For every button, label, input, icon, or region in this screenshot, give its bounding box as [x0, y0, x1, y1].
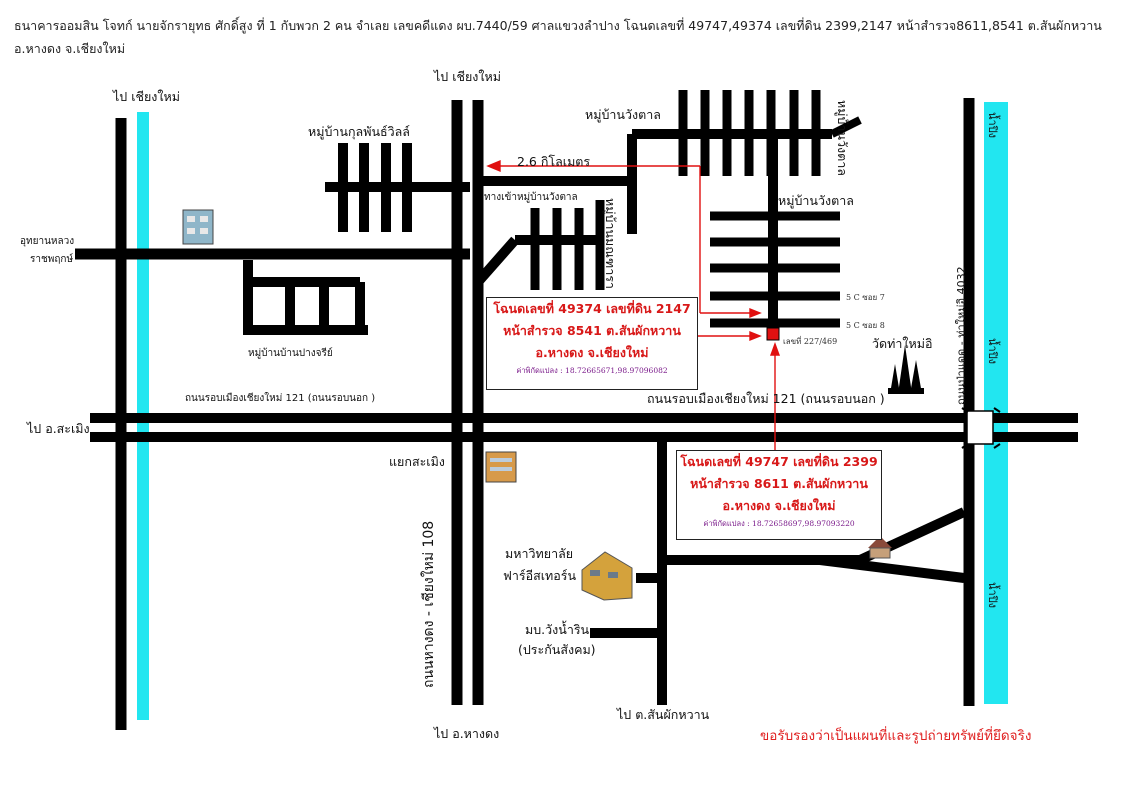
label-kunlaphan: หมู่บ้านกุลพันธ์วิลล์ [308, 124, 410, 139]
deed-box-49747-line3: อ.หางดง จ.เชียงใหม่ [722, 498, 836, 513]
label-entrance: ทางเข้าหมู่บ้านวังตาล [484, 192, 578, 203]
label-yaek-samoeng: แยกสะเมิง [389, 454, 445, 469]
label-wat: วัดท่าใหม่อิ [872, 336, 933, 351]
deed-box-49374-line2: หน้าสำรวจ 8541 ต.สันผักหวาน [503, 323, 681, 338]
label-mb-2: (ประกันสังคม) [518, 642, 596, 657]
label-wangtan-right: หมู่บ้านวังตาล [778, 193, 854, 208]
label-park-1: อุทยานหลวง [20, 236, 75, 247]
deed-box-49747-line2: หน้าสำรวจ 8611 ต.สันผักหวาน [690, 476, 868, 491]
label-to-samoeng: ไป อ.สะเมิง [27, 421, 90, 436]
label-moo-vert: หมู่บ้านมณฑารา [603, 198, 618, 289]
label-house-no: เลขที่ 227/469 [783, 337, 838, 346]
label-wangtan-top: หมู่บ้านวังตาล [585, 107, 661, 122]
label-to-chiangmai-left: ไป เชียงใหม่ [113, 89, 180, 104]
label-univ-2: ฟาร์อีสเทอร์น [503, 568, 576, 583]
park-building-icon [182, 209, 214, 245]
label-river-mid: น้ำปิง [986, 338, 999, 365]
label-road-4032: ถนนป่าแดด - ท่าใหม่อิ 4032 [955, 266, 968, 405]
label-road-108: ถนนหางดง - เชียงใหม่ 108 [421, 520, 437, 688]
deed-box-49747: โฉนดเลขที่ 49747 เลขที่ดิน 2399 หน้าสำรว… [676, 450, 882, 540]
certification-footer: ขอรับรองว่าเป็นแผนที่และรูปถ่ายทรัพย์ที่… [760, 728, 1032, 744]
label-to-chiangmai-mid: ไป เชียงใหม่ [434, 69, 501, 84]
temple-icon [888, 345, 924, 394]
map-header-text: ธนาคารออมสิน โจทก์ นายจักรายุทธ ศักดิ์สู… [14, 18, 1102, 56]
label-pangcharee: หมู่บ้านบ้านปางจรีย์ [248, 348, 333, 359]
label-distance: 2.6 กิโลเมตร [517, 154, 591, 169]
label-to-hangdong: ไป อ.หางดง [434, 726, 500, 741]
label-soi8: 5 C ซอย 8 [846, 321, 885, 330]
label-to-sanphak: ไป ต.สันผักหวาน [617, 707, 710, 722]
deed-box-49747-line1: โฉนดเลขที่ 49747 เลขที่ดิน 2399 [680, 454, 878, 469]
deed-box-49747-coord: ค่าพิกัดแปลง : 18.72658697,98.97093220 [703, 519, 855, 528]
pointer-arrows [486, 159, 780, 450]
label-river-bot: น้ำปิง [986, 582, 999, 609]
label-river-top: น้ำปิง [986, 112, 999, 139]
label-soi7: 5 C ซอย 7 [846, 293, 885, 302]
deed-box-49374-line1: โฉนดเลขที่ 49374 เลขที่ดิน 2147 [493, 301, 691, 316]
deed-box-49374-coord: ค่าพิกัดแปลง : 18.72665671,98.97096082 [516, 366, 668, 375]
label-univ-1: มหาวิทยาลัย [505, 546, 574, 561]
label-ring-left: ถนนรอบเมืองเชียงใหม่ 121 (ถนนรอบนอก ) [185, 393, 376, 404]
label-park-2: ราชพฤกษ์ [30, 254, 74, 265]
label-wangtan-vert: หมู่บ้านวังตาล [835, 100, 850, 176]
property-marker [766, 327, 780, 341]
house-icon [868, 536, 892, 559]
road-network [75, 90, 1078, 730]
ping-river [984, 102, 1008, 704]
samoeng-building-icon [485, 451, 517, 483]
deed-box-49374: โฉนดเลขที่ 49374 เลขที่ดิน 2147 หน้าสำรว… [486, 297, 698, 390]
university-building-icon [581, 551, 633, 601]
deed-box-49374-line3: อ.หางดง จ.เชียงใหม่ [535, 345, 649, 360]
label-ring-right: ถนนรอบเมืองเชียงใหม่ 121 (ถนนรอบนอก ) [647, 391, 885, 406]
label-mb-1: มบ.วังน้ำริน [525, 622, 590, 637]
bridge [966, 410, 994, 445]
